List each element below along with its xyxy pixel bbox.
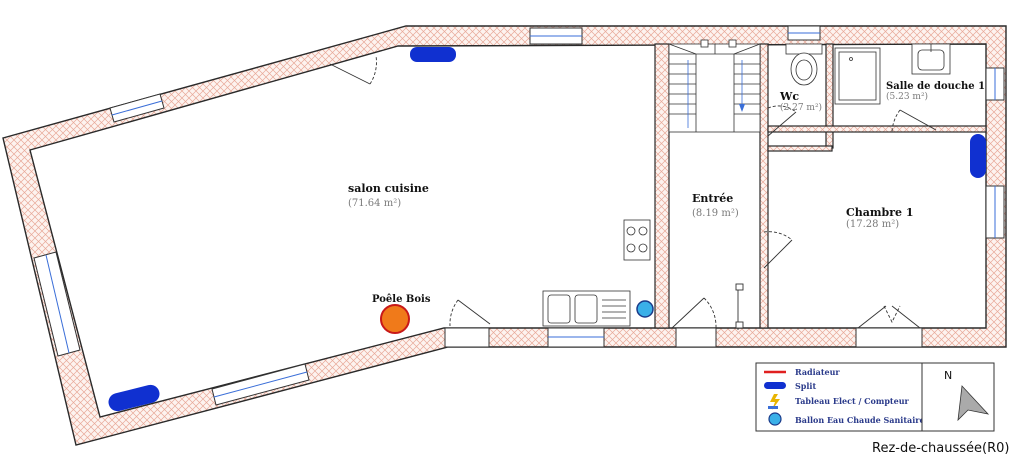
- cooktop: [623, 219, 651, 261]
- legend-label-tableau: Tableau Elect / Compteur: [795, 396, 910, 406]
- north-arrow-icon: [957, 385, 990, 422]
- bathroom-sink: [911, 43, 951, 75]
- room-name-salon: salon cuisine: [348, 182, 429, 195]
- shower-tray: [834, 47, 881, 105]
- legend-label-ballon: Ballon Eau Chaude Sanitaire: [795, 415, 925, 425]
- water-heater-icon: [636, 300, 654, 318]
- room-area-entree: (8.19 m²): [692, 208, 739, 219]
- legend-water-heater-icon: [768, 412, 782, 426]
- legend: Radiateur Split Tableau Elect / Compteur…: [755, 362, 925, 432]
- legend-label-radiator: Radiateur: [795, 367, 840, 377]
- label-poele: Poêle Bois: [372, 294, 431, 305]
- windows: [33, 25, 1005, 406]
- room-area-salon: (71.64 m²): [348, 198, 401, 209]
- interior-walls: [654, 43, 987, 329]
- outer-walls: [2, 25, 1007, 446]
- compass-north-label: N: [944, 369, 952, 382]
- room-area-wc: (2.27 m²): [780, 102, 822, 113]
- doors: [329, 55, 937, 330]
- toilet: [785, 43, 823, 86]
- compass: N: [921, 362, 995, 432]
- split-units: [108, 47, 986, 412]
- kitchen-sink: [542, 290, 631, 327]
- room-name-chambre: Chambre 1: [846, 206, 914, 219]
- room-area-chambre: (17.28 m²): [846, 219, 899, 230]
- split-unit-icon: [764, 382, 786, 389]
- room-name-wc: Wc: [779, 90, 799, 103]
- electric-panel-icon: [768, 394, 780, 410]
- room-area-sdd: (5.23 m²): [886, 91, 928, 102]
- wood-stove-icon: [380, 304, 410, 334]
- floor-title: Rez-de-chaussée(R0): [872, 441, 1010, 456]
- room-name-sdd: Salle de douche 1: [886, 81, 985, 92]
- legend-label-split: Split: [795, 381, 816, 391]
- staircase: [668, 39, 761, 133]
- room-name-entree: Entrée: [692, 192, 733, 205]
